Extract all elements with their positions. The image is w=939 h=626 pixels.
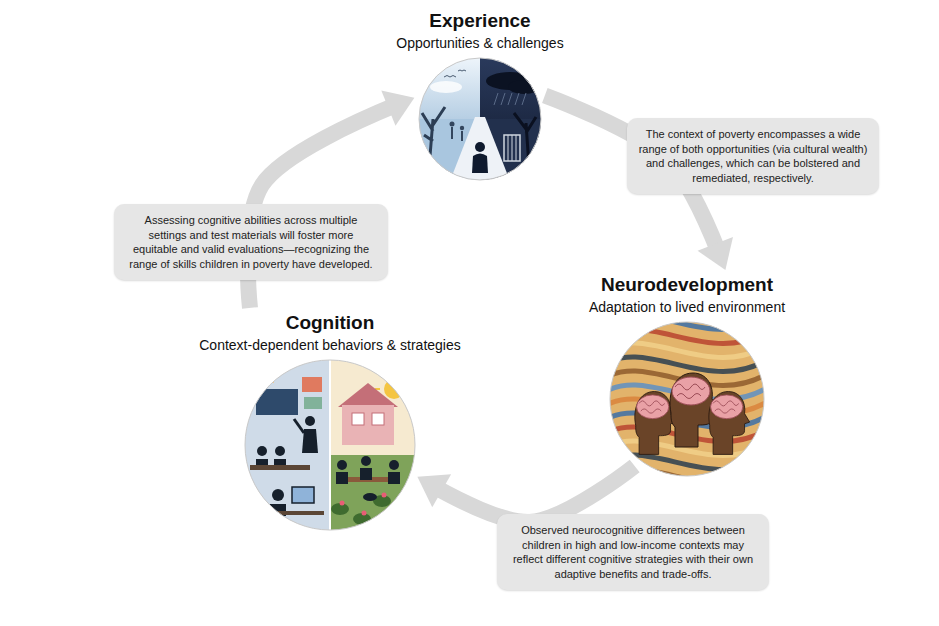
student-silhouette xyxy=(272,489,284,501)
flower xyxy=(382,492,387,497)
swirl-stroke xyxy=(609,453,765,470)
house xyxy=(342,405,394,445)
brain-folds xyxy=(675,384,705,399)
stage-illustration xyxy=(609,321,765,477)
family-silhouette xyxy=(389,460,399,470)
brain xyxy=(637,395,669,419)
head-shape xyxy=(709,391,750,454)
desk xyxy=(250,465,310,470)
flower xyxy=(400,502,405,507)
bird xyxy=(444,70,466,77)
stage-illustration xyxy=(244,359,416,531)
head-silhouette xyxy=(709,391,750,454)
child-silhouette xyxy=(475,142,485,152)
house-window xyxy=(372,413,384,425)
teacher-silhouette xyxy=(305,416,315,426)
stage-illustration xyxy=(418,57,542,181)
brain xyxy=(672,377,710,405)
note-text: Observed neurocognitive differences betw… xyxy=(508,523,758,581)
circle-outline xyxy=(419,58,541,180)
house-roof xyxy=(338,383,398,407)
stage-subtitle: Adaptation to lived environment xyxy=(567,298,807,316)
note-callout: The context of poverty encompasses a wid… xyxy=(627,118,879,194)
figure xyxy=(451,127,453,139)
stage-node: CognitionContext-dependent behaviors & s… xyxy=(170,312,490,531)
family-silhouette xyxy=(361,456,371,466)
flower xyxy=(340,500,345,505)
road xyxy=(450,117,510,181)
family-silhouette xyxy=(360,468,372,480)
stage-subtitle: Opportunities & challenges xyxy=(370,34,590,52)
student-silhouette xyxy=(275,446,285,456)
stage-subtitle: Context-dependent behaviors & strategies xyxy=(170,336,490,354)
cloud xyxy=(430,81,462,93)
illustration-group xyxy=(244,359,416,531)
brain xyxy=(711,395,743,419)
gate-bars xyxy=(508,135,516,161)
plant xyxy=(391,505,409,517)
figure xyxy=(460,126,464,130)
child-silhouette xyxy=(472,153,488,173)
family-silhouette xyxy=(337,460,347,470)
plant xyxy=(331,503,349,515)
stage-node: NeurodevelopmentAdaptation to lived envi… xyxy=(567,274,807,477)
arrow-head xyxy=(417,474,451,507)
dog-silhouette xyxy=(363,493,377,501)
note-callout: Assessing cognitive abilities across mul… xyxy=(114,204,388,280)
rain-line xyxy=(501,93,505,105)
bare-tree xyxy=(514,113,536,181)
computer-screen xyxy=(292,487,314,503)
illustration-group xyxy=(418,57,542,181)
rain-line xyxy=(522,93,526,105)
circle-outline xyxy=(245,360,415,530)
brain-folds xyxy=(713,401,739,413)
illustration-group xyxy=(609,321,765,477)
wall-poster xyxy=(302,377,322,392)
sun-rays xyxy=(375,368,413,389)
arrow-head xyxy=(381,90,414,125)
brain-folds xyxy=(639,401,665,413)
classroom-wall xyxy=(244,359,330,531)
garden-sky xyxy=(330,359,416,531)
plant xyxy=(353,513,371,525)
stage-heading: Neurodevelopment xyxy=(567,274,807,297)
note-callout: Observed neurocognitive differences betw… xyxy=(497,514,769,590)
tree xyxy=(422,107,445,181)
divider xyxy=(329,359,331,531)
swirl-stroke xyxy=(609,327,765,344)
garden-ground xyxy=(330,455,416,531)
wall-poster xyxy=(258,371,274,383)
stage-node: ExperienceOpportunities & challenges xyxy=(370,10,590,181)
arrow-head xyxy=(698,237,733,270)
rain-line xyxy=(494,93,498,105)
desk xyxy=(262,511,324,515)
wall-poster xyxy=(304,397,322,409)
circle-outline xyxy=(610,322,764,476)
rain-line xyxy=(515,93,519,105)
student-silhouette xyxy=(257,446,267,456)
rain-line xyxy=(508,93,512,105)
stage-heading: Cognition xyxy=(170,312,490,335)
note-text: Assessing cognitive abilities across mul… xyxy=(125,213,377,271)
family-silhouette xyxy=(336,472,348,484)
figure xyxy=(461,131,463,141)
teacher-arm xyxy=(294,419,304,433)
stage-heading: Experience xyxy=(370,10,590,33)
note-text: The context of poverty encompasses a wid… xyxy=(638,127,868,185)
flower xyxy=(362,510,367,515)
house-window xyxy=(352,413,364,425)
figure xyxy=(450,121,455,126)
family-silhouette xyxy=(388,472,400,484)
gate xyxy=(504,135,520,161)
